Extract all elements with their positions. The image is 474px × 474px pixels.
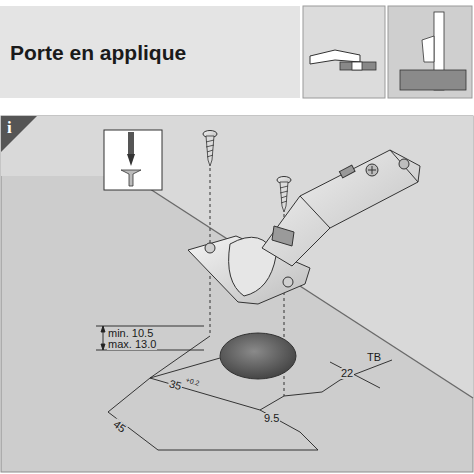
title: Porte en applique — [10, 42, 186, 63]
cup-hole — [220, 333, 296, 379]
badge-letter: i — [7, 119, 12, 136]
dimension-label: 9.5 — [263, 413, 280, 424]
screw — [203, 131, 217, 167]
dimension-label: max. 13.0 — [107, 339, 157, 350]
dimension-lines — [96, 326, 392, 450]
main-panel — [1, 116, 473, 472]
hinge — [188, 150, 420, 304]
screwdriver-inset — [104, 130, 162, 190]
dimension-label: 22 — [340, 368, 354, 379]
icon-frame — [388, 6, 472, 98]
dimension-label: min. 10.5 — [107, 328, 154, 339]
screw — [277, 177, 291, 213]
badge-shape — [1, 116, 37, 152]
icon-frame — [303, 6, 385, 98]
header-band — [0, 6, 300, 98]
info-badge: i — [1, 116, 37, 152]
side-icon — [400, 12, 466, 90]
cabinet-side-face — [1, 116, 473, 398]
overlay-icon — [310, 50, 376, 70]
dimension-label: TB — [366, 352, 382, 363]
